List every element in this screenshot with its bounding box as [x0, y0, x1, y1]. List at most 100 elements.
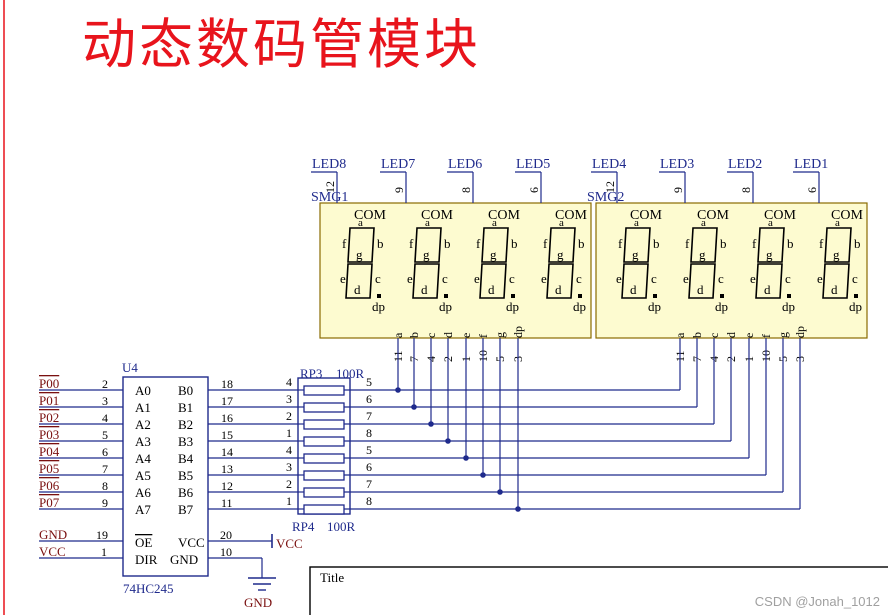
segment-label-b: b: [444, 236, 451, 251]
chip-pin-name: B3: [178, 434, 193, 449]
digit-upper-box: [548, 227, 576, 263]
segment-label-c: c: [375, 271, 381, 286]
segment-label-b: b: [578, 236, 585, 251]
segment-label-dp: dp: [372, 299, 385, 314]
led-pin-number: 12: [323, 181, 337, 193]
led-net-label: LED5: [516, 157, 550, 172]
segment-label-dp: dp: [782, 299, 795, 314]
display-module-body: [319, 202, 592, 339]
led-net-label: LED6: [448, 157, 482, 172]
segment-label-e: e: [683, 271, 689, 286]
chip-pin-number: 14: [221, 445, 233, 459]
chip-pin-name: A7: [135, 502, 151, 517]
segment-label-g: g: [833, 247, 840, 262]
resistor-pack-ref: RP4: [292, 519, 315, 534]
digit-lower-box: [546, 263, 574, 299]
digit-upper-box: [414, 227, 442, 263]
title-block-label: Title: [320, 570, 344, 585]
chip-pin-number: 18: [221, 377, 233, 391]
segment-pin-name: f: [476, 334, 490, 338]
resistor-pin-right: 8: [366, 426, 372, 440]
resistor-pin-right: 7: [366, 477, 372, 491]
led-pin-number: 9: [671, 187, 685, 193]
chip-pin-number: 12: [221, 479, 233, 493]
chip-pin-name: OE: [135, 535, 152, 550]
chip-pin-name: A5: [135, 468, 151, 483]
resistor-pin-right: 5: [366, 443, 372, 457]
chip-pin-number: 15: [221, 428, 233, 442]
segment-pin-name: dp: [511, 326, 525, 338]
chip-pin-name: A1: [135, 400, 151, 415]
segment-label-dp: dp: [648, 299, 661, 314]
net-label-port: P05: [39, 461, 59, 476]
resistor-pin-right: 7: [366, 409, 372, 423]
resistor-element: [303, 504, 345, 515]
digit-lower-box: [621, 263, 649, 299]
chip-pin-number: 8: [102, 479, 108, 493]
chip-pin-name: B2: [178, 417, 193, 432]
resistor-pin-left: 3: [286, 392, 292, 406]
chip-pin-name: A4: [135, 451, 151, 466]
chip-pin-number: 6: [102, 445, 108, 459]
digit-upper-box: [623, 227, 651, 263]
led-net-label: LED8: [312, 157, 346, 172]
net-label-port: P04: [39, 444, 60, 459]
chip-pin-number: 13: [221, 462, 233, 476]
decimal-point: [653, 294, 657, 298]
segment-pin-name: g: [776, 332, 790, 338]
display-module-body: [595, 202, 868, 339]
segment-label-c: c: [576, 271, 582, 286]
digit-upper-box: [690, 227, 718, 263]
segment-pin-name: a: [391, 332, 405, 338]
segment-pin-name: d: [441, 332, 455, 338]
chip-pin-number: 10: [220, 545, 232, 559]
chip-pin-number: 1: [101, 545, 107, 559]
digit-lower-box: [479, 263, 507, 299]
resistor-pin-right: 8: [366, 494, 372, 508]
chip-pin-name: B6: [178, 485, 194, 500]
segment-label-a: a: [425, 217, 430, 229]
digit-com-label: COM: [555, 208, 587, 223]
segment-label-c: c: [442, 271, 448, 286]
net-label-port: P00: [39, 376, 59, 391]
segment-label-e: e: [474, 271, 480, 286]
segment-label-dp: dp: [506, 299, 519, 314]
led-pin-number: 9: [392, 187, 406, 193]
chip-pin-name: B0: [178, 383, 193, 398]
resistor-pin-left: 4: [286, 375, 292, 389]
net-label-gnd: GND: [39, 527, 67, 542]
led-net-label: LED4: [592, 157, 626, 172]
segment-pin-name: dp: [793, 326, 807, 338]
resistor-element: [303, 487, 345, 498]
digit-upper-box: [757, 227, 785, 263]
chip-pin-number: 3: [102, 394, 108, 408]
decimal-point: [578, 294, 582, 298]
chip-pin-name: B4: [178, 451, 194, 466]
segment-label-a: a: [559, 217, 564, 229]
segment-label-d: d: [555, 282, 562, 297]
net-label-gnd-power: GND: [244, 595, 272, 610]
digit-lower-box: [822, 263, 850, 299]
resistor-element: [303, 385, 345, 396]
chip-pin-name: VCC: [178, 535, 205, 550]
chip-pin-name: GND: [170, 552, 198, 567]
segment-pin-name: e: [459, 333, 473, 338]
chip-pin-number: 5: [102, 428, 108, 442]
segment-label-dp: dp: [573, 299, 586, 314]
segment-label-c: c: [651, 271, 657, 286]
segment-label-d: d: [630, 282, 637, 297]
segment-label-a: a: [701, 217, 706, 229]
chip-pin-name: DIR: [135, 552, 158, 567]
resistor-element: [303, 436, 345, 447]
decimal-point: [720, 294, 724, 298]
net-label-port: P07: [39, 495, 60, 510]
resistor-pin-left: 1: [286, 426, 292, 440]
segment-label-c: c: [785, 271, 791, 286]
segment-label-a: a: [492, 217, 497, 229]
digit-lower-box: [345, 263, 373, 299]
watermark: CSDN @Jonah_1012: [754, 594, 880, 609]
chip-pin-number: 20: [220, 528, 232, 542]
net-label-port: P02: [39, 410, 59, 425]
segment-label-g: g: [699, 247, 706, 262]
